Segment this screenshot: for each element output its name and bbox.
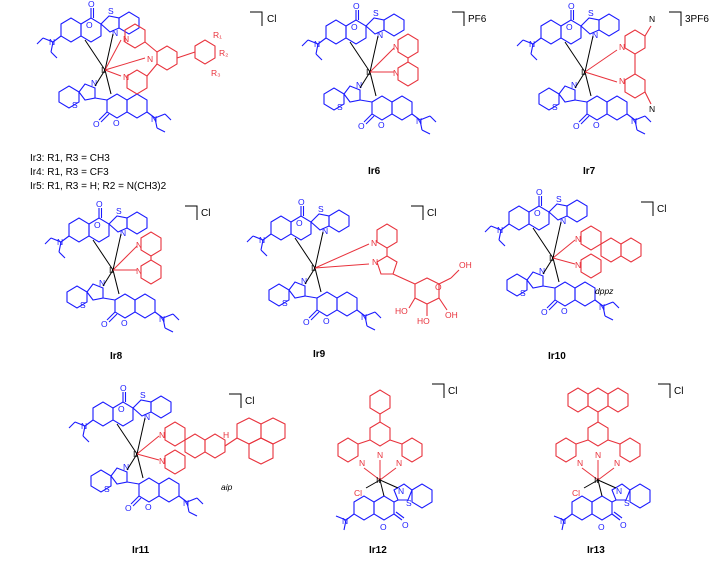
label-ir13: Ir13 xyxy=(587,545,605,556)
label-ir8: Ir8 xyxy=(110,351,123,362)
svg-text:N: N xyxy=(649,14,655,24)
ligand-name-ir11: aip xyxy=(221,482,233,492)
svg-text:N: N xyxy=(147,54,153,64)
label-ir10: Ir10 xyxy=(548,351,566,362)
svg-text:Ir: Ir xyxy=(101,65,106,75)
complex-ir7: N N N N Ir 3PF6 xyxy=(516,0,709,135)
complex-ir9: N N O OH HO HO OH Ir Cl xyxy=(246,196,472,331)
svg-text:N: N xyxy=(619,42,625,52)
note-ir3: Ir3: R1, R3 = CH3 xyxy=(30,153,110,164)
counterion-ir13: Cl xyxy=(674,386,683,397)
counterion-ir12: Cl xyxy=(448,386,457,397)
svg-text:Cl: Cl xyxy=(572,488,580,498)
complex-ir11: H Ir Cl aip xyxy=(68,382,286,517)
svg-text:N: N xyxy=(123,72,129,82)
complex-ir6: Ir PF6 xyxy=(301,0,487,135)
svg-text:Ir: Ir xyxy=(133,449,138,459)
counterion-ir7: 3PF6 xyxy=(685,14,709,25)
counterion-ir9: Cl xyxy=(427,208,436,219)
svg-text:HO: HO xyxy=(417,316,430,326)
svg-text:HO: HO xyxy=(395,306,408,316)
label-ir12: Ir12 xyxy=(369,545,387,556)
label-ir11: Ir11 xyxy=(132,545,150,556)
label-ir9: Ir9 xyxy=(313,349,326,360)
svg-text:H: H xyxy=(223,430,229,440)
svg-text:N: N xyxy=(649,104,655,114)
complex-ir3-5: N N N R₁ R₂ R₃ Ir Cl xyxy=(36,0,276,133)
note-ir5: Ir5: R1, R3 = H; R2 = N(CH3)2 xyxy=(30,181,167,192)
svg-text:OH: OH xyxy=(459,260,472,270)
counterion-ir10: Cl xyxy=(657,204,666,215)
counterion-ir3-5: Cl xyxy=(267,14,276,25)
svg-text:N: N xyxy=(619,76,625,86)
complex-ir8: Ir Cl xyxy=(44,198,210,333)
counterion-ir11: Cl xyxy=(245,396,254,407)
svg-text:Ir: Ir xyxy=(594,475,599,485)
svg-text:Ir: Ir xyxy=(581,67,586,77)
svg-text:Ir: Ir xyxy=(549,253,554,263)
ligand-name-ir10: dppz xyxy=(595,286,614,296)
svg-text:R₁: R₁ xyxy=(213,30,222,40)
substituent-notes: Ir3: R1, R3 = CH3 Ir4: R1, R3 = CF3 Ir5:… xyxy=(30,153,167,192)
complex-ir12: Cl Ir Cl xyxy=(335,383,457,533)
svg-text:R₂: R₂ xyxy=(219,48,228,58)
svg-text:Ir: Ir xyxy=(376,475,381,485)
label-ir6: Ir6 xyxy=(368,166,381,177)
svg-text:N: N xyxy=(123,34,129,44)
svg-text:N: N xyxy=(371,238,377,248)
svg-text:N: N xyxy=(372,257,378,267)
svg-text:Ir: Ir xyxy=(109,265,114,275)
svg-text:Ir: Ir xyxy=(311,263,316,273)
label-ir7: Ir7 xyxy=(583,166,596,177)
complex-ir10: Ir Cl dppz xyxy=(484,186,666,321)
complex-ir13: Cl Ir Cl xyxy=(553,383,683,533)
svg-text:Cl: Cl xyxy=(354,488,362,498)
counterion-ir6: PF6 xyxy=(468,14,487,25)
svg-text:OH: OH xyxy=(445,310,458,320)
note-ir4: Ir4: R1, R3 = CF3 xyxy=(30,167,109,178)
svg-text:Ir: Ir xyxy=(366,67,371,77)
svg-text:R₃: R₃ xyxy=(211,68,221,78)
counterion-ir8: Cl xyxy=(201,208,210,219)
svg-text:O: O xyxy=(435,282,442,292)
